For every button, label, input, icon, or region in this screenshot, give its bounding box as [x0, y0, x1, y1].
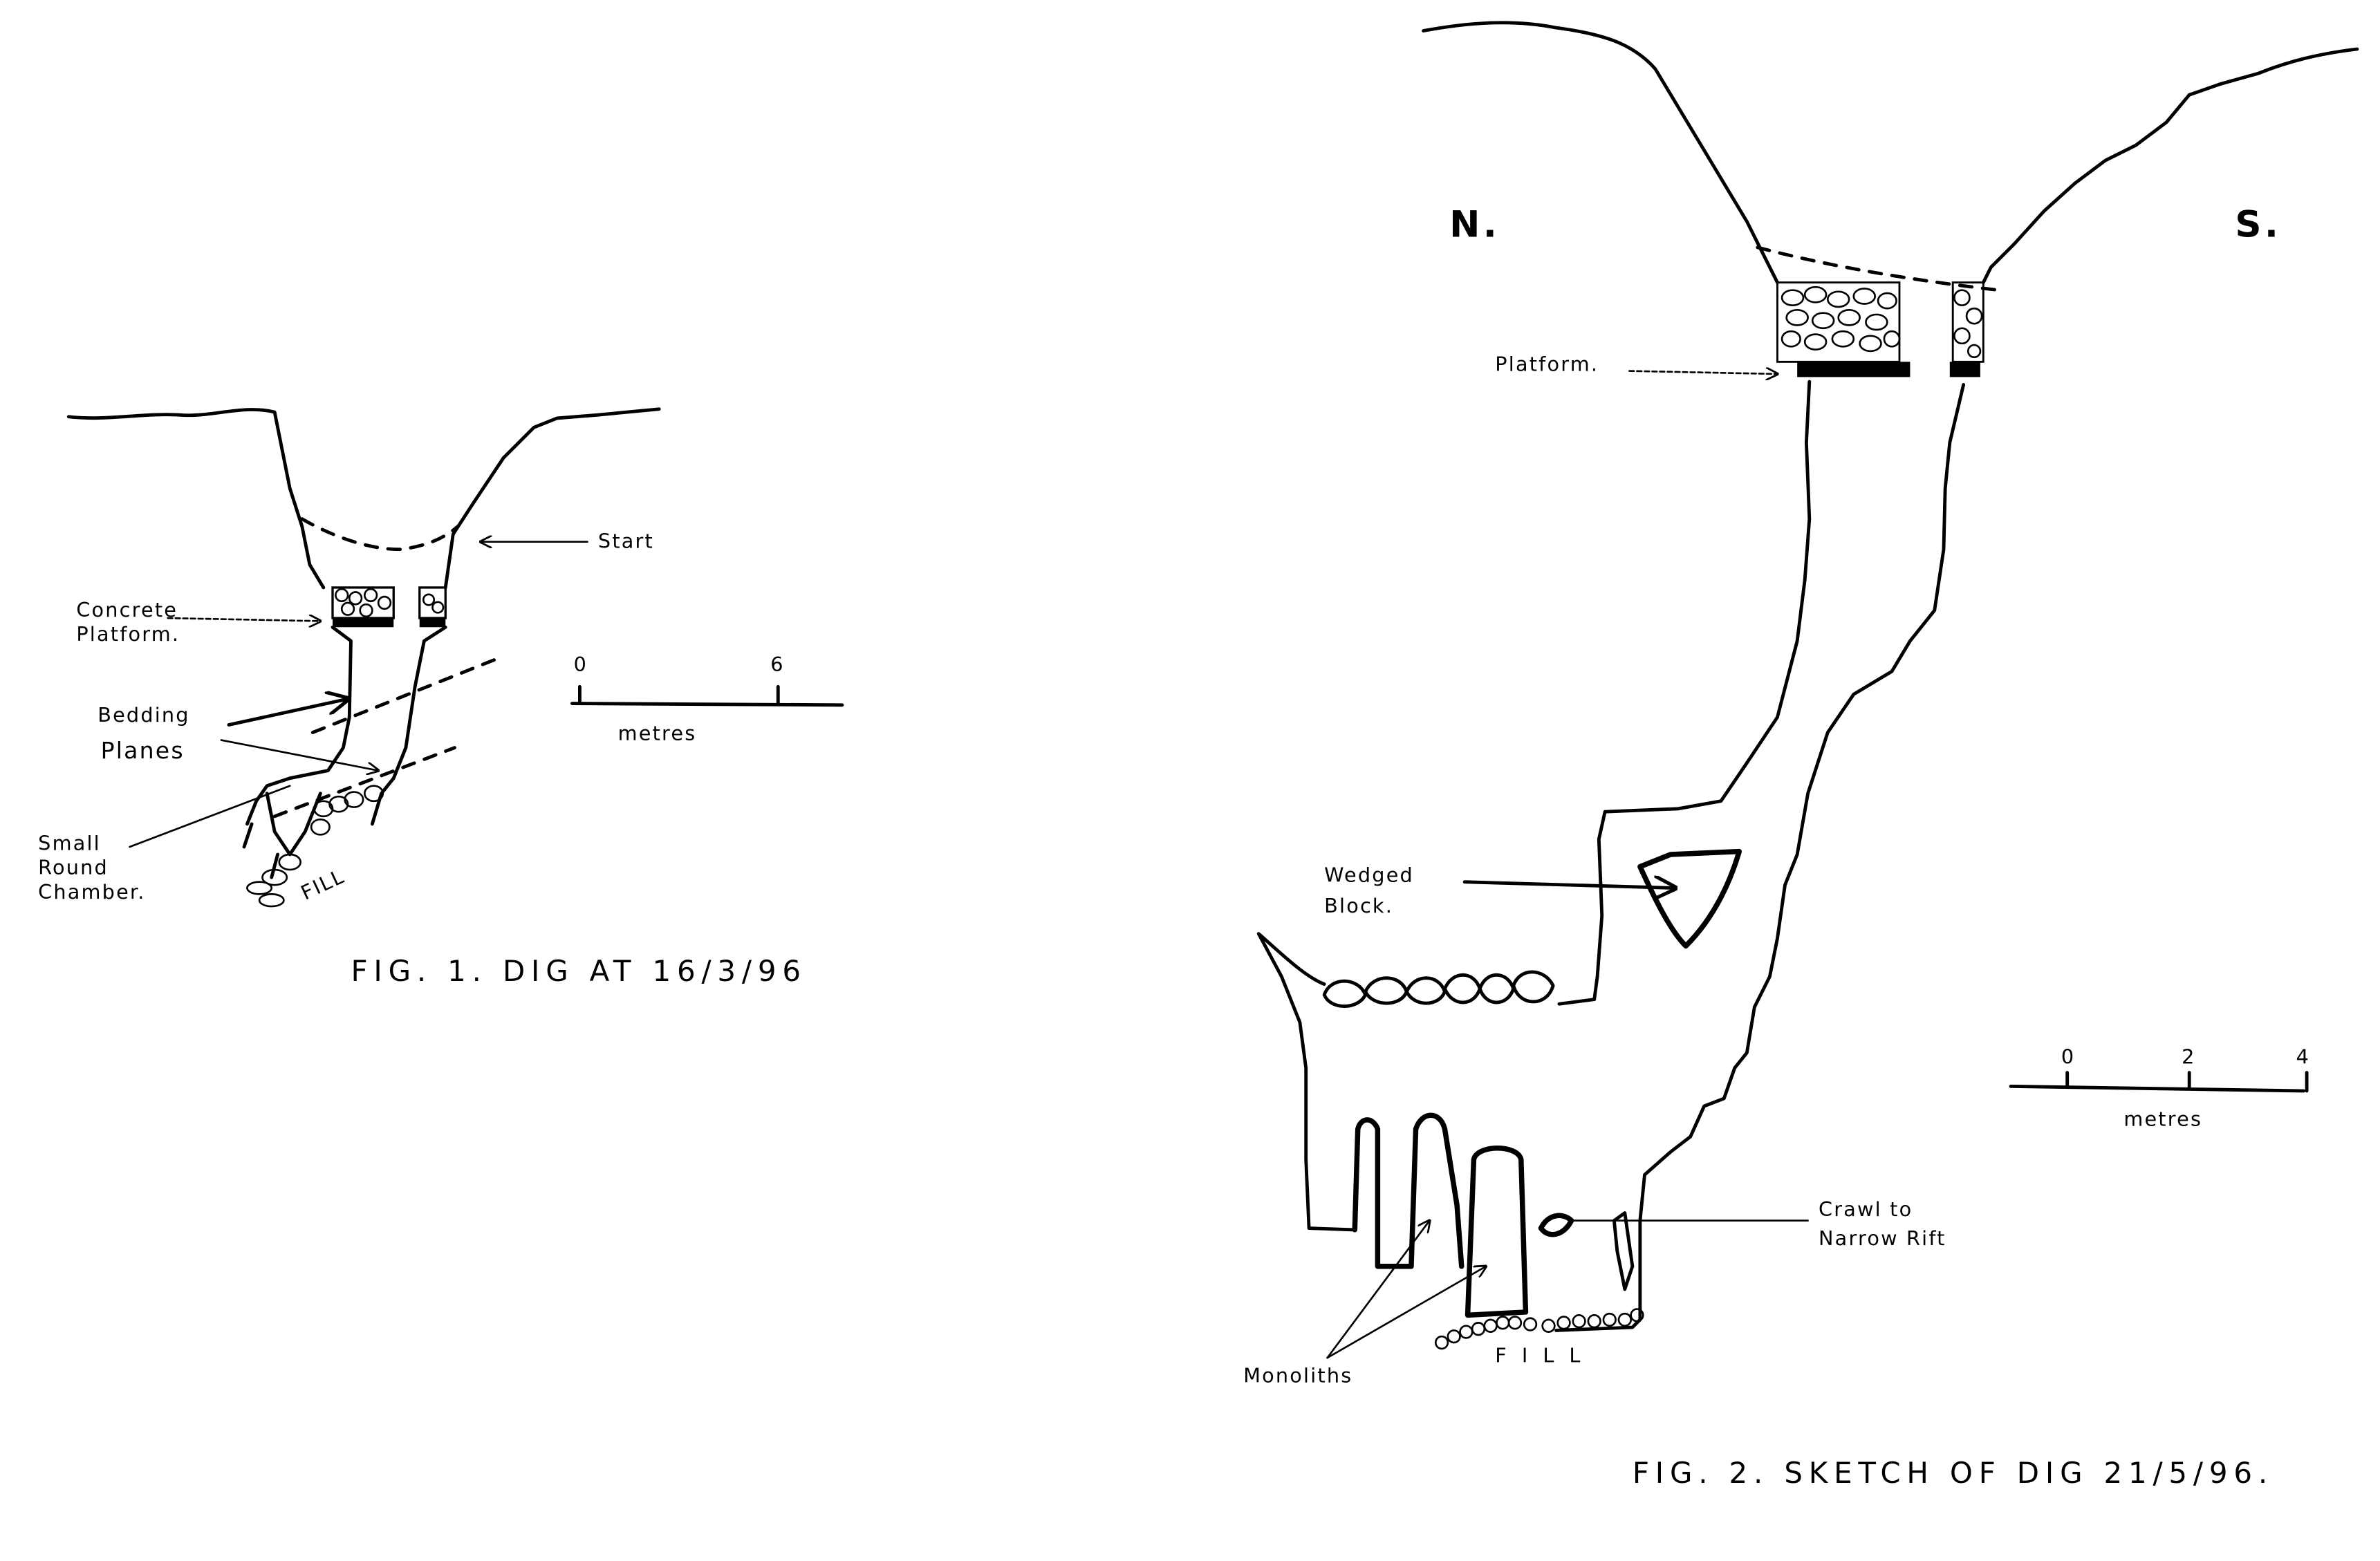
fig2-platform — [1776, 281, 1984, 377]
fig1-scale-bar: 0 6 metres — [570, 653, 844, 745]
fig2-section: N. S. — [1243, 21, 2359, 1490]
fig1-platform-label-1: Concrete — [76, 598, 178, 621]
fig1-caption: FIG. 1. DIG AT 16/3/96 — [351, 954, 806, 988]
fig2-boulder-ledge — [1256, 932, 1326, 986]
fig1-start-label: Start — [598, 530, 654, 553]
fig2-start-level — [1756, 245, 2000, 292]
fig1-shaft-right — [370, 625, 447, 826]
fig2-scale-unit: metres — [2123, 1107, 2202, 1131]
fig1-bedding-label-1: Bedding — [97, 703, 190, 727]
fig1-chamber-label-3: Chamber. — [38, 880, 145, 904]
fig2-shaft-left — [1557, 380, 1812, 1006]
fig1-start-level — [300, 517, 460, 552]
fig1-bedding-label-2: Planes — [101, 737, 185, 764]
fig2-platform-arrow — [1628, 371, 1777, 374]
crawl-label-2: Narrow Rift — [1819, 1226, 1946, 1250]
wedged-block — [1637, 848, 1742, 949]
fig1-bedding-arrow-2 — [220, 739, 378, 771]
fig2-scale-tick-4: 4 — [2296, 1045, 2310, 1068]
fig2-scale-tick-0: 0 — [2061, 1045, 2075, 1068]
fig2-ground-left — [1422, 21, 1779, 285]
compass-north: N. — [1449, 203, 1500, 245]
fig1-fill-label: FILL — [297, 864, 348, 905]
fig1-bedding-plane-1 — [310, 657, 498, 734]
fig1-fill-rubble — [246, 785, 384, 908]
crawl-label-1: Crawl to — [1819, 1197, 1913, 1221]
fig2-chamber-left-wall — [1256, 932, 1354, 1232]
fig1-ground-left — [66, 408, 326, 590]
fig2-monoliths — [1352, 1112, 1635, 1318]
fig1-shaft-left — [245, 625, 353, 826]
fig1-chamber-label-1: Small — [38, 831, 101, 854]
fig2-caption: FIG. 2. SKETCH OF DIG 21/5/96. — [1633, 1456, 2274, 1490]
fig1-section: FILL Start Concrete Platform. Bedding Pl… — [38, 407, 844, 988]
fig2-fill-rubble — [1434, 1308, 1644, 1350]
fig1-ground-right — [443, 407, 661, 590]
fig2-fill-label: FILL — [1495, 1344, 1595, 1367]
monoliths-arrow-1 — [1326, 1221, 1430, 1359]
monoliths-arrow-2 — [1326, 1266, 1486, 1359]
fig2-platform-label: Platform. — [1495, 353, 1599, 376]
wedged-block-arrow — [1462, 882, 1675, 888]
fig1-scale-unit: metres — [618, 722, 697, 745]
fig2-ground-right — [1981, 47, 2359, 285]
fig2-scale-bar: 0 2 4 metres — [2009, 1045, 2310, 1131]
fig1-chamber-arrow — [129, 785, 291, 848]
fig1-scale-tick-0: 0 — [574, 653, 588, 676]
wedged-block-label-2: Block. — [1324, 894, 1393, 917]
fig2-scale-tick-2: 2 — [2182, 1045, 2195, 1068]
fig1-bedding-plane-2 — [272, 746, 456, 819]
fig1-chamber-label-2: Round — [38, 856, 109, 879]
fig2-shaft-right — [1554, 383, 1966, 1332]
fig1-platform — [331, 586, 447, 628]
compass-south: S. — [2235, 203, 2281, 245]
monoliths-label: Monoliths — [1243, 1363, 1352, 1387]
fig1-bedding-arrow-1 — [227, 699, 348, 727]
fig2-crawl-hole — [1538, 1213, 1574, 1237]
fig1-platform-arrow — [167, 618, 321, 621]
fig1-scale-tick-6: 6 — [770, 653, 784, 676]
wedged-block-label-1: Wedged — [1324, 863, 1414, 887]
fig1-platform-label-2: Platform. — [76, 622, 180, 646]
fig2-boulders — [1322, 970, 1555, 1008]
